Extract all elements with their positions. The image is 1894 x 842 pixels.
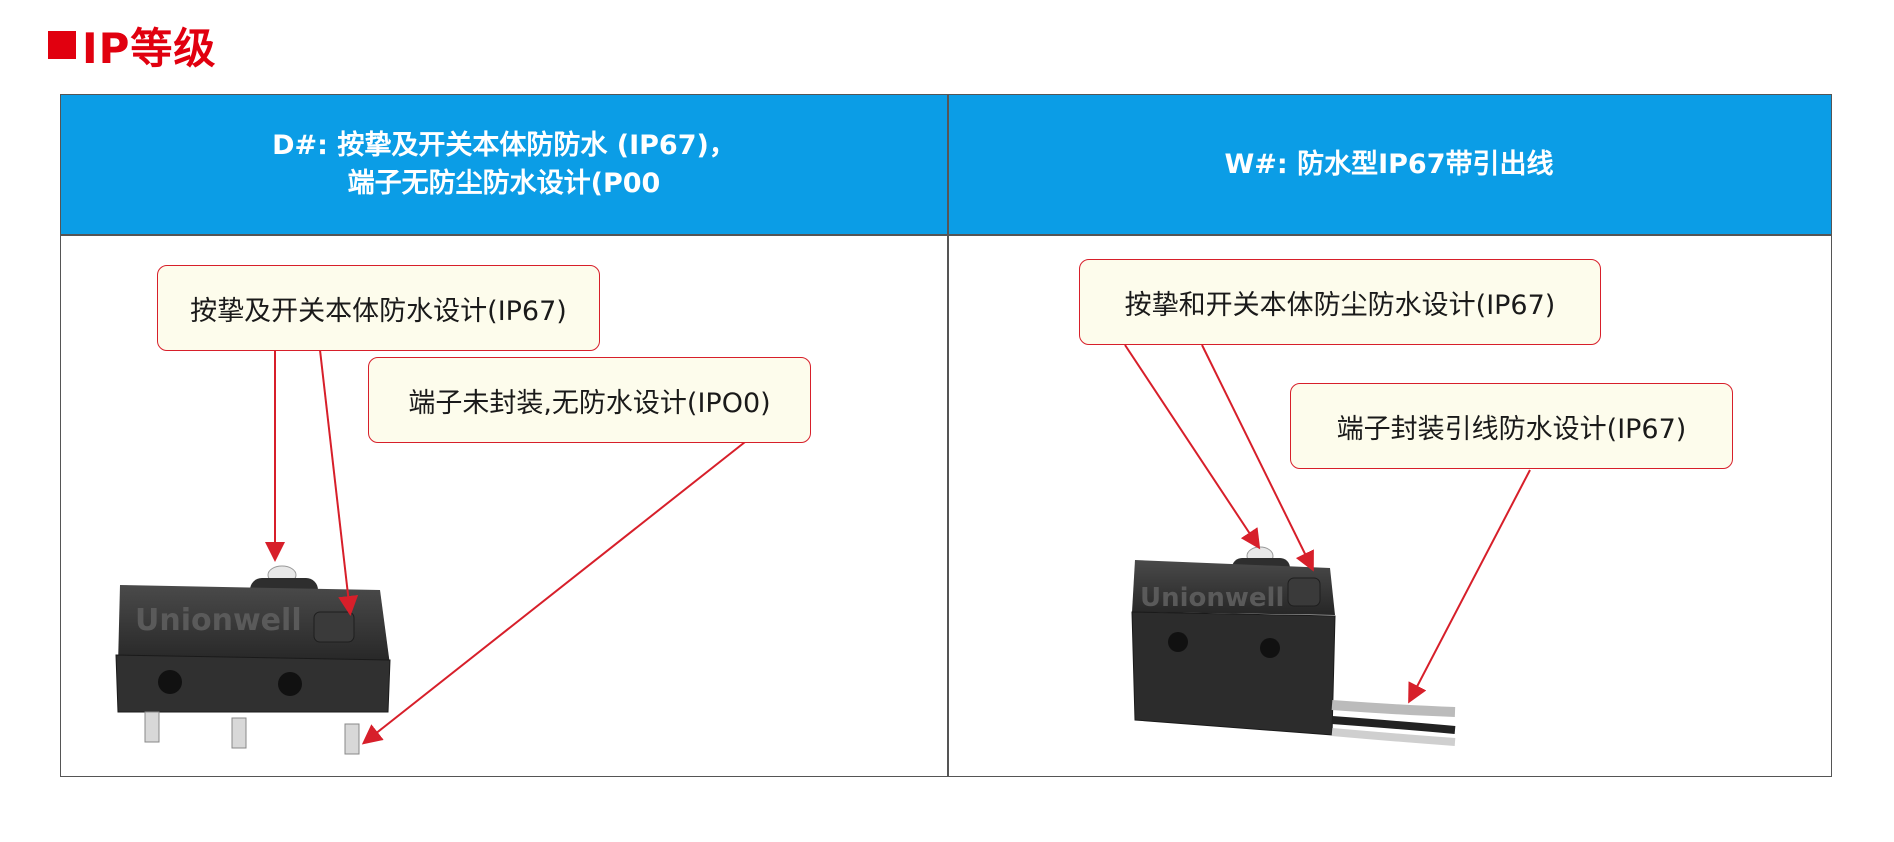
callout-right-body: 按挚和开关本体防尘防水设计(IP67) [1079,259,1601,345]
left-column-header: D#: 按挚及开关本体防防水 (IP67)， 端子无防尘防水设计(P00 [61,95,947,234]
section-title: IP等级 [48,20,216,73]
callout-left-terminal: 端子未封装,无防水设计(IPO0) [368,357,811,443]
right-header-text: W#: 防水型IP67带引出线 [1224,148,1554,180]
header-divider [61,234,1831,236]
left-header-line2: 端子无防尘防水设计(P00 [347,167,661,199]
ip-rating-table: D#: 按挚及开关本体防防水 (IP67)， 端子无防尘防水设计(P00 W#:… [60,94,1832,777]
column-divider [947,95,949,776]
callout-right-terminal: 端子封装引线防水设计(IP67) [1290,383,1733,469]
red-square-bullet-icon [48,31,76,59]
right-column-header: W#: 防水型IP67带引出线 [947,95,1831,234]
left-header-line1: D#: 按挚及开关本体防防水 (IP67)， [272,129,736,161]
callout-left-body: 按挚及开关本体防水设计(IP67) [157,265,600,351]
section-title-text: IP等级 [82,23,217,73]
